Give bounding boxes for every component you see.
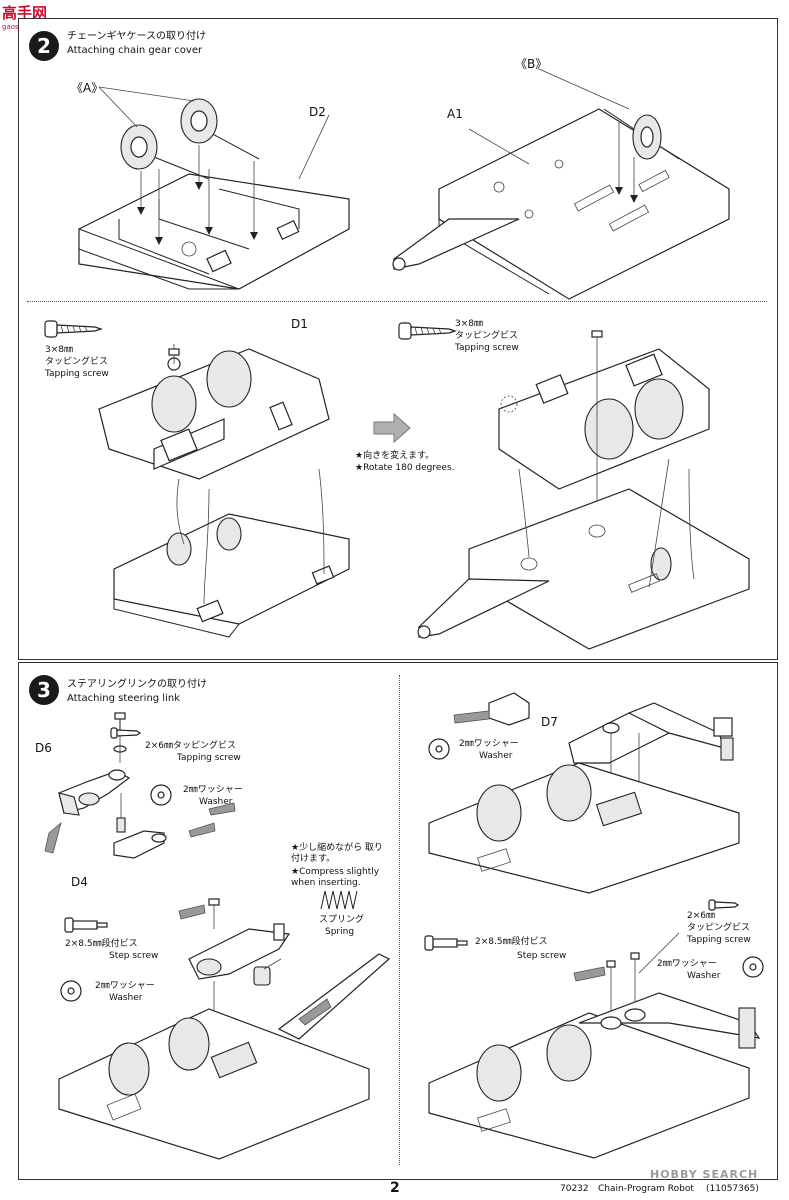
right-upper-illustration — [428, 692, 740, 894]
step3-panel: 3 ステアリングリンクの取り付け Attaching steering link… — [18, 662, 778, 1180]
step-screw-left-en: Step screw — [109, 951, 159, 961]
screw-left-en: Tapping screw — [45, 369, 109, 379]
d6-d4-illustration — [44, 712, 236, 859]
rotate-arrow-icon — [373, 412, 411, 444]
step3-title-en: Attaching steering link — [67, 693, 180, 704]
tap-screw-right-jp: タッピングビス — [687, 923, 751, 933]
rotate-note-en: ★Rotate 180 degrees. — [355, 463, 455, 473]
washer-right2-icon — [742, 956, 764, 978]
label-D2: D2 — [309, 105, 326, 119]
step-screw-right-icon — [424, 935, 468, 951]
washer-right2-jp: 2㎜ワッシャー — [657, 959, 717, 969]
washer-left2-en: Washer — [109, 993, 143, 1003]
screw-right-icon — [398, 322, 457, 340]
screw-left-icon — [44, 320, 103, 338]
step-screw-right-size: 2×8.5㎜段付ビス — [475, 937, 548, 947]
gear-cover-illustration — [78, 86, 350, 290]
page-number: 2 — [390, 1180, 400, 1196]
washer-right2-en: Washer — [687, 971, 721, 981]
washer-left-icon — [150, 784, 172, 806]
washer-right-jp: 2㎜ワッシャー — [459, 739, 519, 749]
label-D1: D1 — [291, 317, 308, 331]
spring-en: Spring — [325, 927, 355, 937]
step3-divider — [399, 675, 400, 1165]
watermark-name: 高手网 — [2, 4, 48, 22]
washer-left2-icon — [60, 980, 82, 1002]
washer-left-jp: 2㎜ワッシャー — [183, 785, 243, 795]
washer-left2-jp: 2㎜ワッシャー — [95, 981, 155, 991]
chassis-gear-illustration — [392, 68, 730, 300]
step2-title-jp: チェーンギヤケースの取り付け — [67, 31, 206, 42]
label-B: 《B》 — [515, 57, 548, 71]
tap-screw-icon — [110, 727, 142, 739]
label-A1: A1 — [447, 107, 463, 121]
step2-divider — [27, 301, 767, 302]
step-screw-left-size: 2×8.5㎜段付ビス — [65, 939, 138, 949]
label-A: 《A》 — [71, 81, 104, 95]
chassis-assembly-illustration — [417, 330, 750, 650]
tap-screw-en: Tapping screw — [177, 753, 241, 763]
rotate-note-jp: ★向きを変えます。 — [355, 451, 435, 461]
d1-assembly-illustration — [98, 344, 350, 638]
label-D7: D7 — [541, 715, 558, 729]
step2-title-en: Attaching chain gear cover — [67, 45, 203, 56]
step-screw-right-en: Step screw — [517, 951, 567, 961]
spring-jp: スプリング — [319, 915, 365, 925]
step3-title-jp: ステアリングリンクの取り付け — [67, 679, 207, 690]
label-D6: D6 — [35, 741, 52, 755]
spring-icon — [320, 890, 358, 910]
screw-left-size: 3×8㎜ — [45, 345, 73, 355]
screw-right-jp: タッピングビス — [455, 331, 519, 341]
left-chassis-steering-illustration — [58, 898, 391, 1160]
tap-screw-right-icon — [708, 899, 740, 911]
washer-left-en: Washer — [199, 797, 233, 807]
footer-code: 70232 — [560, 1184, 589, 1194]
compress-note-jp: ★少し縮めながら 取り付けます。 — [291, 843, 383, 864]
footer-ref: (11057365) — [706, 1184, 759, 1194]
screw-right-en: Tapping screw — [455, 343, 519, 353]
step-screw-left-icon — [64, 917, 108, 933]
step3-number: 3 — [29, 675, 59, 705]
compress-note-en: ★Compress slightly when inserting. — [291, 867, 380, 888]
tap-screw-size: 2×6㎜タッピングビス — [145, 741, 236, 751]
tap-screw-right-size: 2×6㎜ — [687, 911, 715, 921]
washer-right-en: Washer — [479, 751, 513, 761]
screw-left-jp: タッピングビス — [45, 357, 109, 367]
label-D4: D4 — [71, 875, 88, 889]
screw-right-size: 3×8㎜ — [455, 319, 483, 329]
step2-number: 2 — [29, 31, 59, 61]
right-lower-illustration — [428, 932, 761, 1159]
tap-screw-right-en: Tapping screw — [687, 935, 751, 945]
step2-panel: 2 チェーンギヤケースの取り付け Attaching chain gear co… — [18, 18, 778, 660]
hobby-search-watermark: HOBBY SEARCH — [650, 1168, 759, 1181]
footer-title: Chain-Program Robot — [598, 1184, 694, 1194]
washer-right-icon — [428, 738, 450, 760]
